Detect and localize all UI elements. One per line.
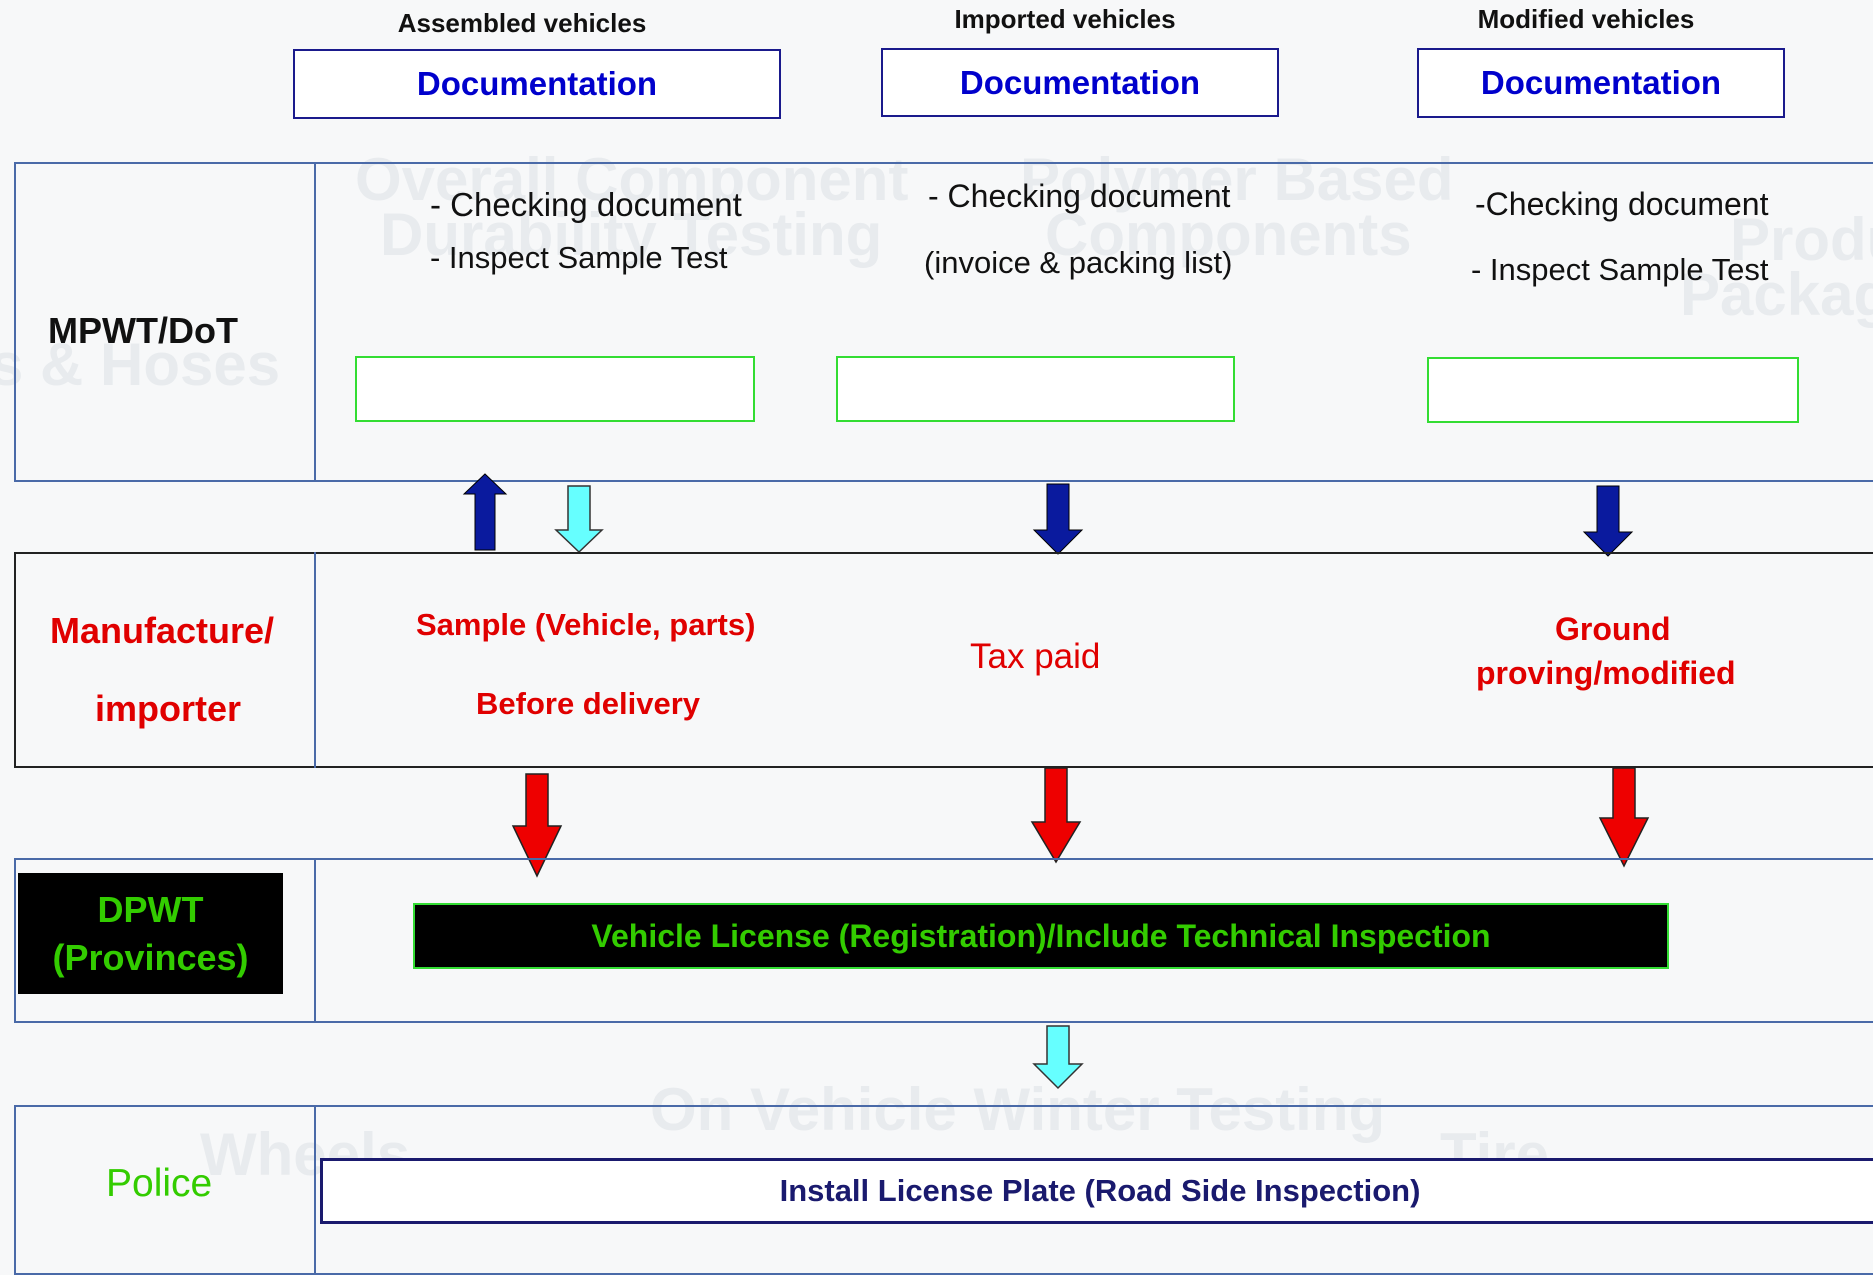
mpwt-modified-line2: - Inspect Sample Test [1471, 252, 1769, 287]
watermark-text: Polymer Based [1020, 146, 1454, 213]
manufacture-label-line2: importer [95, 688, 242, 729]
band-divider [314, 552, 316, 768]
watermark-text: Packag [1680, 261, 1873, 328]
watermark-text: s & Hoses [0, 331, 281, 398]
dpwt-label-line2: (Provinces) [52, 936, 249, 978]
mpwt-imported-line1: - Checking document [928, 178, 1231, 214]
documentation-box-imported: Documentation [881, 48, 1279, 117]
band-divider [314, 162, 316, 482]
manufacture-imported-line1: Tax paid [970, 637, 1101, 676]
manufacture-assembled-line1: Sample (Vehicle, parts) [416, 607, 756, 642]
band-divider [314, 858, 316, 1023]
column-heading-modified: Modified vehicles [1477, 4, 1695, 34]
watermark-text: On Vehicle Winter Testing [650, 1076, 1386, 1143]
empty-green-box-assembled [355, 356, 755, 422]
manufacture-assembled-line2: Before delivery [476, 686, 700, 721]
police-label: Police [106, 1162, 213, 1205]
documentation-box-assembled: Documentation [293, 49, 781, 119]
manufacture-band [14, 552, 1873, 768]
mpwt-assembled-line1: - Checking document [430, 186, 742, 223]
down-arrow-cyan-police [1032, 1025, 1084, 1090]
column-heading-assembled: Assembled vehicles [397, 8, 647, 38]
watermark-text: Components [1045, 201, 1412, 268]
install-license-plate-box: Install License Plate (Road Side Inspect… [320, 1158, 1873, 1224]
mpwt-label: MPWT/DoT [48, 310, 238, 351]
documentation-box-modified: Documentation [1417, 48, 1785, 118]
mpwt-modified-line1: -Checking document [1475, 186, 1769, 222]
down-arrow-red-assembled [511, 773, 563, 878]
empty-green-box-imported [836, 356, 1235, 422]
manufacture-label-line1: Manufacture/ [50, 610, 275, 651]
down-arrow-cyan [554, 485, 604, 554]
column-heading-imported: Imported vehicles [954, 4, 1176, 34]
manufacture-modified-line2: proving/modified [1476, 655, 1736, 691]
up-arrow-blue [462, 473, 508, 551]
vehicle-license-box: Vehicle License (Registration)/Include T… [413, 903, 1669, 969]
down-arrow-red-modified [1598, 767, 1650, 868]
manufacture-modified-line1: Ground [1555, 611, 1671, 647]
empty-green-box-modified [1427, 357, 1799, 423]
dpwt-band [14, 858, 1873, 1023]
watermark-text: Produc [1730, 206, 1873, 273]
dpwt-label-box: DPWT (Provinces) [18, 873, 283, 994]
watermark-text: Durability Testing [380, 201, 883, 268]
down-arrow-blue-modified [1582, 485, 1634, 557]
dpwt-label-line1: DPWT [97, 888, 204, 930]
mpwt-band [14, 162, 1873, 482]
band-divider [314, 1105, 316, 1275]
down-arrow-blue-imported [1032, 483, 1084, 555]
mpwt-imported-line2: (invoice & packing list) [924, 245, 1233, 280]
watermark-text: Overall Component [355, 146, 909, 213]
down-arrow-red-imported [1030, 767, 1082, 864]
mpwt-assembled-line2: - Inspect Sample Test [430, 240, 728, 275]
